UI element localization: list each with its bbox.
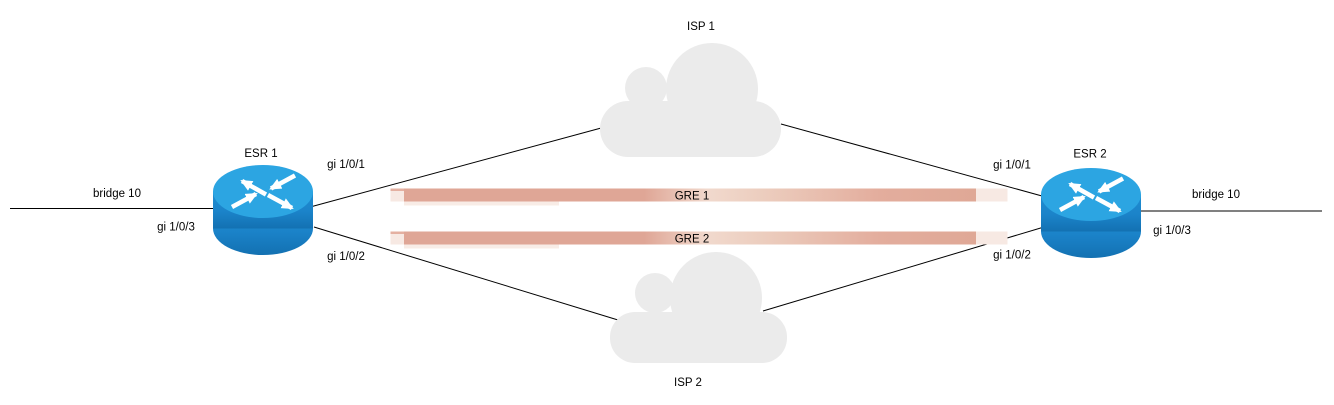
esr1-if-top-label: gi 1/0/1 (327, 159, 365, 171)
tunnel-shadow (404, 244, 559, 249)
tunnel-gre2: GRE 2 (390, 231, 1008, 249)
cloud-isp2: ISP 2 (610, 252, 787, 389)
router-esr2: ESR 2 gi 1/0/1 gi 1/0/2 gi 1/0/3 bridge … (993, 149, 1240, 262)
isp1-label: ISP 1 (687, 21, 715, 33)
cloud-icon (610, 252, 787, 363)
esr2-if-side-label: gi 1/0/3 (1153, 225, 1191, 237)
esr2-if-bottom-label: gi 1/0/2 (993, 250, 1031, 262)
esr2-label: ESR 2 (1073, 149, 1106, 161)
cloud-icon (600, 43, 781, 157)
tunnel-shadow (404, 201, 559, 206)
tunnel-gre1-label: GRE 1 (675, 191, 710, 203)
esr1-if-side-label: gi 1/0/3 (157, 222, 195, 234)
tunnel-edge (390, 231, 407, 234)
esr1-label: ESR 1 (244, 148, 277, 160)
router-icon (1041, 168, 1141, 258)
esr2-if-top-label: gi 1/0/1 (993, 160, 1031, 172)
isp2-label: ISP 2 (674, 377, 702, 389)
links (10, 123, 1322, 321)
link-isp1-esr2 (780, 123, 1043, 197)
tunnel-gre1: GRE 1 (390, 188, 1008, 206)
tunnel-bar (404, 231, 976, 245)
tunnel-edge (390, 188, 407, 191)
cloud-isp1: ISP 1 (600, 21, 781, 157)
link-esr1-isp2 (313, 226, 619, 321)
router-esr1: ESR 1 gi 1/0/1 gi 1/0/2 gi 1/0/3 bridge … (93, 148, 365, 263)
tunnel-gre2-label: GRE 2 (675, 234, 710, 246)
esr1-bridge-label: bridge 10 (93, 188, 141, 200)
esr2-bridge-label: bridge 10 (1192, 189, 1240, 201)
esr1-if-bottom-label: gi 1/0/2 (327, 251, 365, 263)
tunnel-bar (404, 188, 976, 202)
router-icon (213, 165, 313, 255)
link-esr1-isp1 (311, 127, 604, 207)
